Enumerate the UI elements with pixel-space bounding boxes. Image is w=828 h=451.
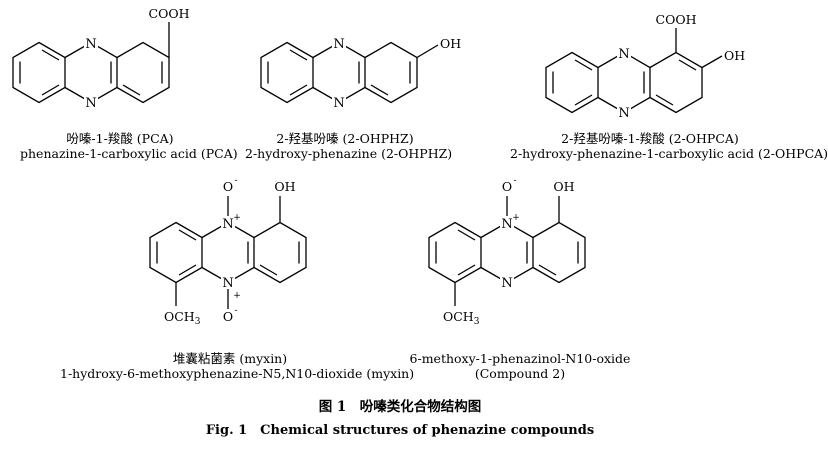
myxin-plus-top: + [233, 213, 241, 223]
structure-2-ohpca [545, 28, 723, 114]
myxin-atom-o-top: O [223, 179, 233, 194]
structure-pca [12, 22, 170, 104]
ohphz-atom-n-top: N [333, 37, 344, 52]
myxin-minus-bottom: - [234, 306, 237, 316]
structure-2-ohphz [260, 41, 439, 104]
pca-right-ring [116, 41, 170, 104]
c2-atom-n-top: N [501, 217, 512, 232]
ohpca-cooh-label: COOH [656, 12, 697, 27]
ohphz-oh-label: OH [440, 36, 461, 51]
structure-myxin [149, 196, 307, 309]
label-2-ohpca-cn: 2-羟基吩嗪-1-羧酸 (2-OHPCA) [561, 131, 739, 146]
c2-minus-top: - [513, 176, 516, 186]
pca-atom-n-top: N [85, 37, 96, 52]
figure-caption-cn: 图 1 吩嗪类化合物结构图 [318, 399, 482, 415]
myxin-minus-top: - [234, 176, 237, 186]
c2-oh-label: OH [553, 179, 574, 194]
structure-compound-2 [428, 196, 586, 306]
ohpca-oh-label: OH [724, 48, 745, 63]
pca-cooh-label: COOH [149, 6, 190, 21]
label-myxin: 堆囊粘菌素 (myxin) 1-hydroxy-6-methoxyphenazi… [60, 351, 415, 381]
c2-atom-n-bottom: N [501, 276, 512, 291]
pca-left-ring [12, 41, 66, 104]
label-2-ohphz-cn: 2-羟基吩嗪 (2-OHPHZ) [276, 131, 414, 146]
myxin-plus-bottom: + [233, 291, 241, 301]
label-compound-2-number: (Compound 2) [474, 366, 566, 381]
label-pca-cn: 吩嗪-1-羧酸 (PCA) [66, 131, 174, 146]
label-2-ohphz: 2-羟基吩嗪 (2-OHPHZ) 2-hydroxy-phenazine (2-… [245, 131, 453, 161]
label-2-ohphz-en: 2-hydroxy-phenazine (2-OHPHZ) [245, 146, 453, 161]
label-pca-en: phenazine-1-carboxylic acid (PCA) [20, 146, 238, 161]
myxin-atom-n-top: N [222, 217, 233, 232]
label-2-ohpca-en: 2-hydroxy-phenazine-1-carboxylic acid (2… [510, 146, 828, 161]
figure-caption-en: Fig. 1 Chemical structures of phenazine … [205, 423, 595, 438]
phenazine-structures-figure: N N COOH N N OH N N COOH OH [12, 6, 745, 327]
label-myxin-cn: 堆囊粘菌素 (myxin) [172, 351, 288, 366]
label-compound-2: 6-methoxy-1-phenazinol-N10-oxide (Compou… [400, 351, 640, 381]
myxin-atom-n-bottom: N [222, 276, 233, 291]
myxin-oh-label: OH [274, 179, 295, 194]
c2-plus-top: + [512, 213, 520, 223]
ohpca-atom-n-top: N [618, 47, 629, 62]
label-myxin-en: 1-hydroxy-6-methoxyphenazine-N5,N10-diox… [60, 366, 415, 381]
ohphz-atom-n-bottom: N [333, 96, 344, 111]
pca-atom-n-bottom: N [85, 96, 96, 111]
c2-och3-label: OCH3 [443, 309, 480, 327]
label-2-ohpca: 2-羟基吩嗪-1-羧酸 (2-OHPCA) 2-hydroxy-phenazin… [510, 131, 828, 161]
myxin-och3-label: OCH3 [164, 309, 201, 327]
label-compound-2-name: 6-methoxy-1-phenazinol-N10-oxide [409, 351, 631, 366]
c2-atom-o-top: O [502, 179, 512, 194]
label-pca: 吩嗪-1-羧酸 (PCA) phenazine-1-carboxylic aci… [20, 131, 238, 161]
ohpca-atom-n-bottom: N [618, 106, 629, 121]
myxin-atom-o-bottom: O [223, 309, 233, 324]
